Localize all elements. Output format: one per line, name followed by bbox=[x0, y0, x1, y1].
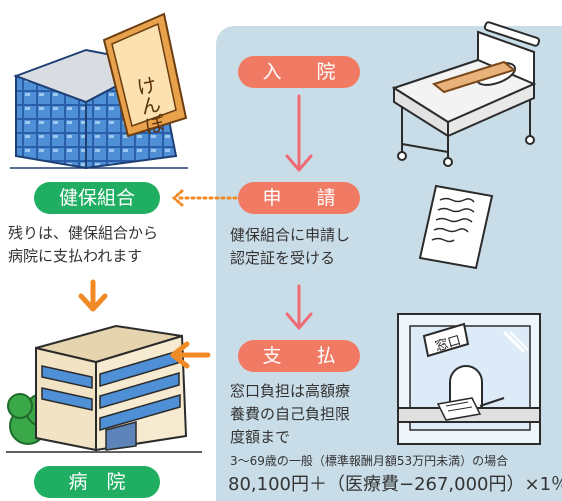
remaining-line-2: 病院に支払われます bbox=[8, 247, 143, 265]
counter-line-1: 窓口負担は高額療 bbox=[230, 382, 351, 400]
counter-line-2: 養費の自己負担限 bbox=[230, 405, 351, 423]
admission-step: 入 院 bbox=[238, 56, 360, 88]
apply-line-2: 認定証を受ける bbox=[230, 249, 336, 267]
kenpo-association-label: 健保組合 bbox=[34, 182, 160, 214]
application-note: 健保組合に申請し 認定証を受ける bbox=[230, 224, 350, 270]
application-step: 申 請 bbox=[238, 182, 360, 214]
payment-step: 支 払 bbox=[238, 340, 360, 372]
dotted-arrow bbox=[171, 189, 238, 207]
remaining-line-1: 残りは、健保組合から bbox=[8, 224, 159, 242]
orange-down-arrow bbox=[78, 279, 108, 312]
pink-down-arrow-1 bbox=[285, 94, 313, 172]
orange-left-arrow bbox=[170, 341, 211, 369]
counter-sign-text: 窓口 bbox=[433, 332, 462, 355]
formula-expression: 80,100円＋（医療費−267,000円）×1％ bbox=[228, 474, 562, 495]
hospital-label: 病 院 bbox=[34, 466, 160, 498]
payment-counter-illustration: 窓口 bbox=[397, 313, 541, 445]
formula-condition: 3〜69歳の一般（標準報酬月額53万円未満）の場合 bbox=[230, 454, 509, 468]
apply-line-1: 健保組合に申請し bbox=[230, 226, 351, 244]
counter-burden-note: 窓口負担は高額療 養費の自己負担限 度額まで bbox=[230, 380, 350, 449]
hospital-bed-illustration bbox=[391, 21, 541, 167]
kenpo-building-illustration: けんぽ bbox=[10, 12, 188, 170]
counter-line-3: 度額まで bbox=[230, 428, 291, 446]
remaining-payment-note: 残りは、健保組合から 病院に支払われます bbox=[8, 222, 158, 268]
pink-down-arrow-2 bbox=[285, 284, 313, 330]
application-document-illustration bbox=[418, 184, 494, 270]
hospital-building-illustration bbox=[6, 324, 202, 453]
